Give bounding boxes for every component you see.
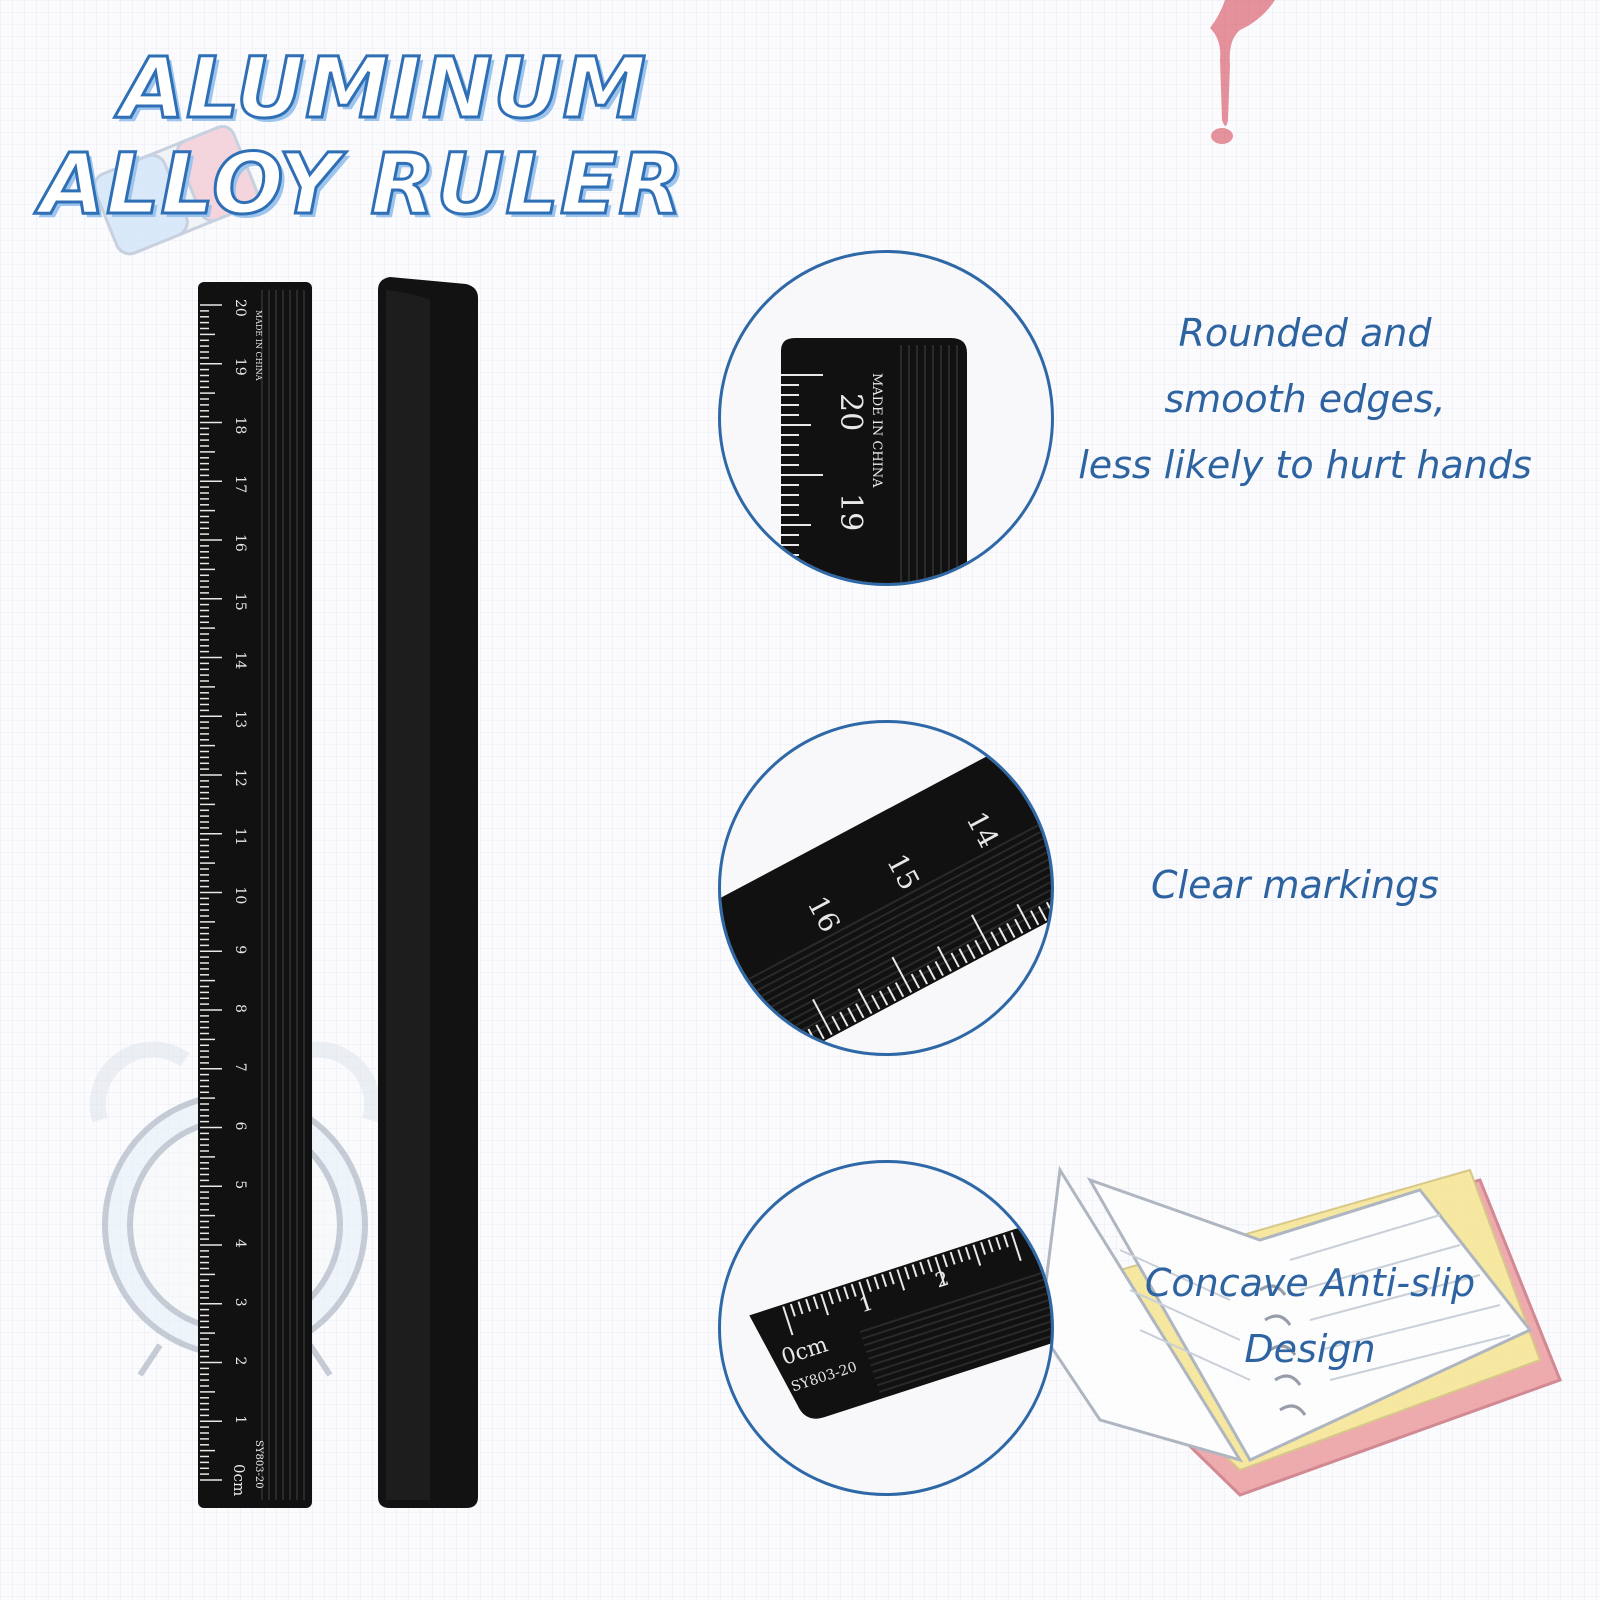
ruler-origin-text: MADE IN CHINA bbox=[254, 310, 263, 381]
feature-clear-markings: Clear markings bbox=[1080, 852, 1510, 918]
mag-origin-text: MADE IN CHINA bbox=[869, 373, 884, 488]
paint-drip-icon bbox=[1210, 0, 1275, 144]
ruler-number-7: 7 bbox=[232, 1063, 248, 1072]
ruler-number-11: 11 bbox=[232, 828, 248, 846]
ruler-number-14: 14 bbox=[232, 652, 248, 670]
feature-line: Rounded and bbox=[1178, 311, 1432, 355]
ruler-number-5: 5 bbox=[232, 1180, 248, 1189]
mag-number-19: 19 bbox=[833, 493, 868, 531]
ruler-model-label: SY803-20 bbox=[253, 1440, 264, 1489]
mag-number-20: 20 bbox=[833, 393, 868, 431]
ruler-number-12: 12 bbox=[232, 769, 248, 787]
ruler-number-17: 17 bbox=[232, 475, 248, 493]
ruler-number-2: 2 bbox=[232, 1357, 248, 1366]
ruler-number-13: 13 bbox=[232, 710, 248, 728]
ruler-number-15: 15 bbox=[232, 593, 248, 611]
ruler-number-6: 6 bbox=[232, 1122, 248, 1131]
feature-line: less likely to hurt hands bbox=[1078, 443, 1532, 487]
feature-line: Design bbox=[1244, 1327, 1376, 1371]
product-title: ALUMINUM ALLOY RULER bbox=[39, 39, 760, 234]
ruler-zero-label: 0cm bbox=[230, 1464, 248, 1496]
ruler-number-8: 8 bbox=[232, 1004, 248, 1013]
ruler-number-3: 3 bbox=[232, 1298, 248, 1307]
ruler-number-1: 1 bbox=[232, 1415, 248, 1424]
ruler-number-9: 9 bbox=[232, 945, 248, 954]
ruler-number-16: 16 bbox=[232, 534, 248, 552]
title-line-2: ALLOY RULER bbox=[39, 135, 685, 234]
feature-anti-slip: Concave Anti-slip Design bbox=[1080, 1250, 1540, 1382]
feature-line: smooth edges, bbox=[1164, 377, 1446, 421]
title-line-1: ALUMINUM bbox=[119, 39, 648, 138]
ruler-number-19: 19 bbox=[232, 358, 248, 376]
ruler-number-18: 18 bbox=[232, 417, 248, 435]
eraser-icon bbox=[92, 125, 259, 256]
ruler-number-10: 10 bbox=[232, 887, 248, 905]
ruler-number-20: 20 bbox=[232, 299, 248, 317]
ruler-number-4: 4 bbox=[232, 1239, 248, 1248]
magnifier-anti-slip: 0cm SY803-20 1 2 bbox=[718, 1160, 1054, 1496]
feature-rounded-edges: Rounded and smooth edges, less likely to… bbox=[1050, 300, 1560, 498]
magnifier-rounded-edges: 20 19 MADE IN CHINA bbox=[718, 250, 1054, 586]
feature-line: Concave Anti-slip bbox=[1144, 1261, 1476, 1305]
feature-line: Clear markings bbox=[1151, 863, 1439, 907]
open-notebook-icon bbox=[1037, 1165, 1562, 1497]
magnifier-clear-markings: 14 15 16 bbox=[718, 720, 1054, 1056]
